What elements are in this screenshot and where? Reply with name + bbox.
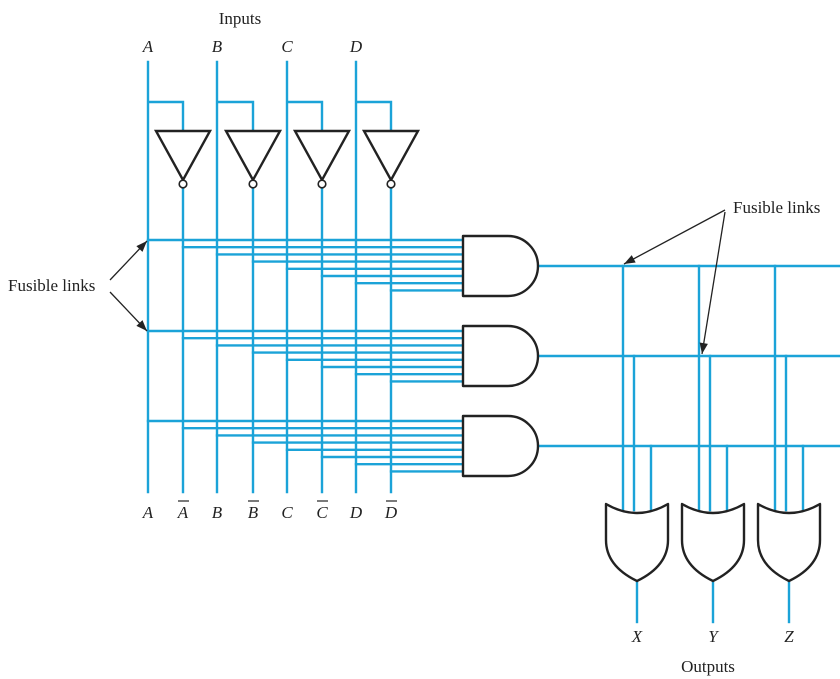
arrow-fusible-right-1-shaft [623, 209, 726, 265]
inputs-title: Inputs [219, 9, 262, 28]
inverter-a [153, 129, 213, 183]
arrow-fusible-left-upper [109, 240, 148, 281]
inverter-feed-b [217, 100, 255, 131]
output-label-x: X [631, 627, 643, 646]
arrow-fusible-left-lower [109, 291, 148, 332]
bus-label-d-not: D [384, 503, 398, 522]
arrow-fusible-left-upper-head [136, 241, 147, 252]
inverter-bubble-d [386, 179, 396, 189]
inverter-c [292, 129, 352, 183]
bus-label-c: C [281, 503, 293, 522]
arrow-fusible-right-2-head [699, 342, 708, 354]
arrow-fusible-right-1-head [624, 255, 636, 264]
input-label-c: C [281, 37, 293, 56]
or-gate-x [604, 502, 670, 583]
bus-label-d: D [349, 503, 363, 522]
and-gate-3 [461, 414, 540, 478]
gate-layer [153, 129, 822, 583]
fusible-links-label-left: Fusible links [8, 276, 95, 295]
inverter-bubble-c [317, 179, 327, 189]
outputs-title: Outputs [681, 657, 735, 676]
input-label-b: B [212, 37, 223, 56]
inverter-feed-d [356, 100, 393, 131]
inverter-bubble-a [178, 179, 188, 189]
inverter-feed-c [287, 100, 324, 131]
and-gate-1 [461, 234, 540, 298]
and-gate-2 [461, 324, 540, 388]
or-gate-z [756, 502, 822, 583]
inverter-feed-a [148, 100, 185, 131]
output-label-z: Z [784, 627, 794, 646]
arrow-layer [109, 209, 726, 355]
input-label-d: D [349, 37, 363, 56]
arrow-fusible-left-lower-head [136, 320, 147, 331]
bus-label-a-not: A [177, 503, 189, 522]
output-label-y: Y [708, 627, 719, 646]
bus-label-b-not: B [248, 503, 259, 522]
bus-label-c-not: C [316, 503, 328, 522]
or-gate-y [680, 502, 746, 583]
input-label-a: A [142, 37, 154, 56]
bus-label-b: B [212, 503, 223, 522]
arrow-fusible-right-2 [699, 211, 726, 355]
arrow-fusible-right-2-shaft [701, 211, 726, 355]
wire-layer [146, 60, 840, 624]
fusible-links-label-right: Fusible links [733, 198, 820, 217]
inverter-b [223, 129, 283, 183]
arrow-fusible-right-1 [623, 209, 726, 265]
bus-label-a: A [142, 503, 154, 522]
inverter-bubble-b [248, 179, 258, 189]
inverter-d [361, 129, 421, 183]
